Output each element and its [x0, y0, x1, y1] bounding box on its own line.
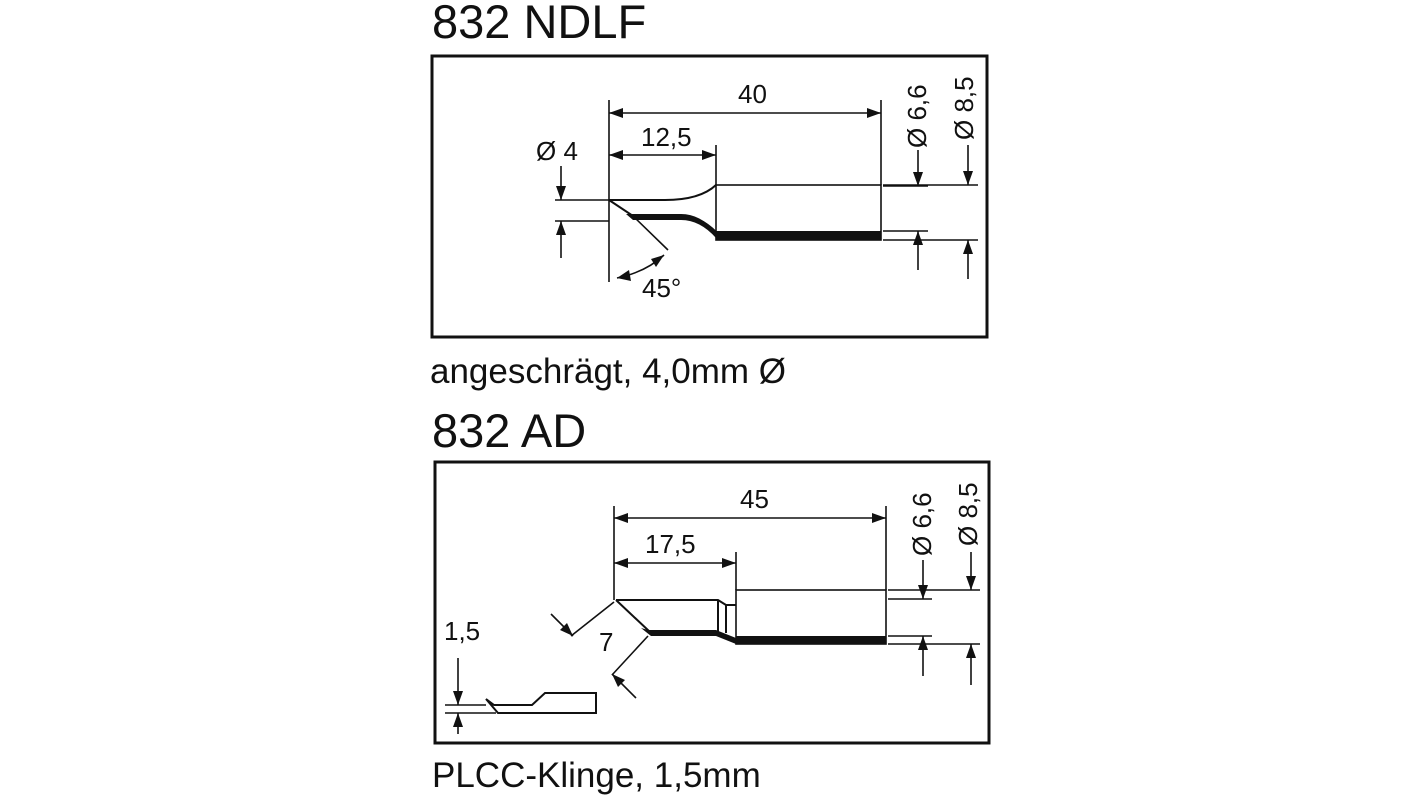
- figure-a-label-d8-5: Ø 8,5: [949, 76, 979, 140]
- figure-a-label-45deg: 45°: [642, 273, 681, 303]
- arrowhead: [614, 513, 628, 523]
- figure-832-ndlf: 832 NDLF 40 12,5: [430, 0, 989, 391]
- figure-b-soldering-tip: [615, 589, 887, 645]
- figure-b-blade-upper-edge: [616, 599, 736, 606]
- figure-b-label-d8-5: Ø 8,5: [953, 482, 983, 546]
- arrowhead: [453, 691, 463, 705]
- figure-a-shank-band: [716, 231, 881, 240]
- figure-b-label-17-5: 17,5: [645, 529, 696, 559]
- figure-b-shank: [735, 589, 887, 645]
- figure-b-blade-band: [641, 628, 736, 644]
- figure-a-dim-total-length: 40: [609, 79, 881, 118]
- arrowhead: [913, 172, 923, 186]
- arrowhead: [651, 255, 664, 267]
- figure-b-dim-blade-thickness: 1,5: [444, 616, 597, 734]
- figure-b-caption: PLCC-Klinge, 1,5mm: [432, 756, 761, 795]
- arrowhead: [560, 623, 573, 636]
- figure-a-dim-outer-diameter: Ø 8,5: [883, 76, 979, 279]
- figure-b-shank-band: [736, 636, 886, 644]
- arrowhead: [556, 186, 566, 200]
- figure-b-dim-outer-diameter: Ø 8,5: [888, 482, 983, 685]
- arrowhead: [918, 636, 928, 650]
- figure-a-title: 832 NDLF: [432, 0, 646, 48]
- figure-b-blade-profile: [485, 692, 597, 714]
- figure-a-label-40: 40: [738, 79, 767, 109]
- figure-a-frame: [430, 54, 989, 339]
- arrowhead: [556, 221, 566, 235]
- figure-a-tip-band: [626, 214, 716, 238]
- figure-b-label-d6-6: Ø 6,6: [907, 492, 937, 556]
- figure-b-dim-blade-width: 7: [550, 601, 649, 699]
- arrowhead: [614, 558, 628, 568]
- arrowhead: [963, 171, 973, 185]
- figure-a-dim-inner-diameter: Ø 6,6: [883, 84, 932, 270]
- arrowhead: [966, 644, 976, 658]
- figure-b-title: 832 AD: [432, 404, 586, 457]
- arrowhead: [963, 240, 973, 254]
- arrowhead: [913, 231, 923, 245]
- arrowhead: [612, 674, 625, 687]
- arrowhead: [722, 558, 736, 568]
- arrowhead: [918, 585, 928, 599]
- figure-b-frame: [433, 460, 991, 745]
- figure-a-label-d6-6: Ø 6,6: [902, 84, 932, 148]
- figure-b-dim-inner-diameter: Ø 6,6: [888, 492, 937, 676]
- arrowhead: [872, 513, 886, 523]
- figure-b-dim-total-length: 45: [614, 484, 886, 523]
- figure-a-label-12-5: 12,5: [641, 122, 692, 152]
- figure-a-tip-upper-edge: [609, 184, 717, 201]
- arrowhead: [453, 713, 463, 727]
- figure-a-dim-tip-length: 12,5: [609, 122, 716, 160]
- arrowhead: [609, 150, 623, 160]
- figure-b-label-7: 7: [599, 627, 613, 657]
- figure-b-label-1-5: 1,5: [444, 616, 480, 646]
- arrowhead: [609, 108, 623, 118]
- figure-832-ad: 832 AD 45 17,5: [432, 404, 991, 795]
- figure-a-dim-angle: 45°: [616, 215, 681, 303]
- figure-a-soldering-tip: [608, 184, 882, 241]
- arrowhead: [966, 576, 976, 590]
- arrowhead: [617, 270, 631, 281]
- figure-a-label-d4: Ø 4: [536, 136, 578, 166]
- figure-a-caption: angeschrägt, 4,0mm Ø: [430, 352, 786, 391]
- figure-a-dim-tip-diameter: Ø 4: [536, 136, 609, 258]
- figure-b-label-45: 45: [740, 484, 769, 514]
- arrowhead: [702, 150, 716, 160]
- figure-b-dim-tip-length: 17,5: [614, 529, 736, 568]
- arrowhead: [867, 108, 881, 118]
